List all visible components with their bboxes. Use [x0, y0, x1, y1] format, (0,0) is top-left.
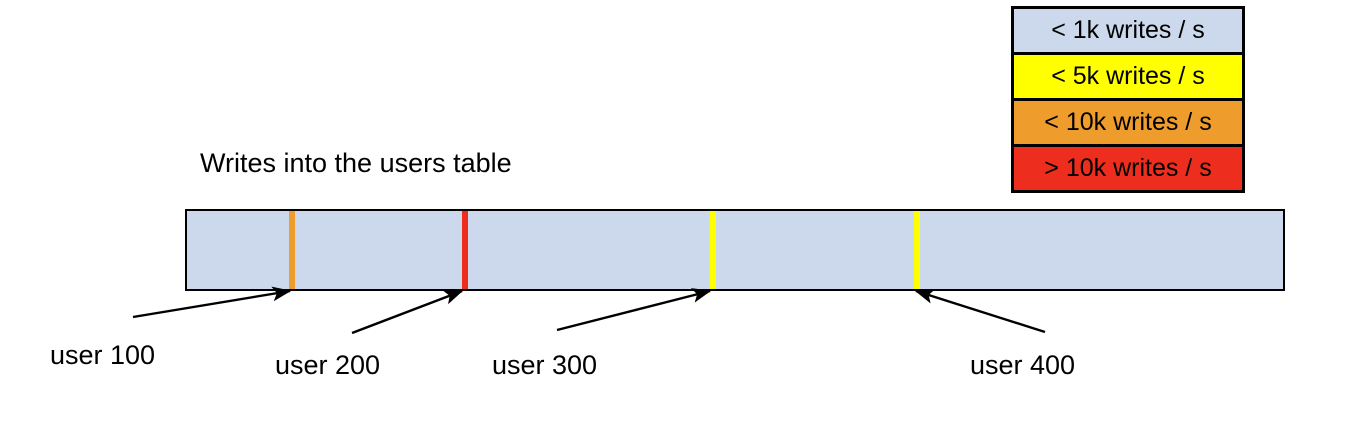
label-user-300: user 300 — [492, 350, 598, 380]
marker-user-300 — [710, 211, 716, 289]
legend-label-over-10k: > 10k writes / s — [1044, 154, 1212, 182]
users-table-bar — [185, 209, 1285, 291]
arrow-user-100 — [132, 286, 292, 319]
legend-row-under-1k: < 1k writes / s — [1014, 9, 1242, 55]
marker-user-400 — [914, 211, 920, 289]
label-user-400: user 400 — [970, 350, 1076, 380]
label-user-100: user 100 — [50, 340, 156, 370]
chart-title: Writes into the users table — [200, 148, 512, 178]
legend-label-under-1k: < 1k writes / s — [1051, 16, 1205, 44]
marker-user-200 — [462, 211, 468, 289]
label-user-200: user 200 — [275, 350, 381, 380]
marker-user-100 — [289, 211, 295, 289]
arrow-user-400 — [914, 289, 1046, 334]
legend: < 1k writes / s < 5k writes / s < 10k wr… — [1011, 6, 1245, 193]
legend-row-over-10k: > 10k writes / s — [1014, 147, 1242, 190]
legend-row-under-5k: < 5k writes / s — [1014, 55, 1242, 101]
legend-label-under-5k: < 5k writes / s — [1051, 62, 1205, 90]
arrow-user-300 — [556, 288, 712, 332]
legend-row-under-10k: < 10k writes / s — [1014, 101, 1242, 147]
arrow-user-200 — [351, 289, 464, 335]
legend-label-under-10k: < 10k writes / s — [1044, 108, 1212, 136]
